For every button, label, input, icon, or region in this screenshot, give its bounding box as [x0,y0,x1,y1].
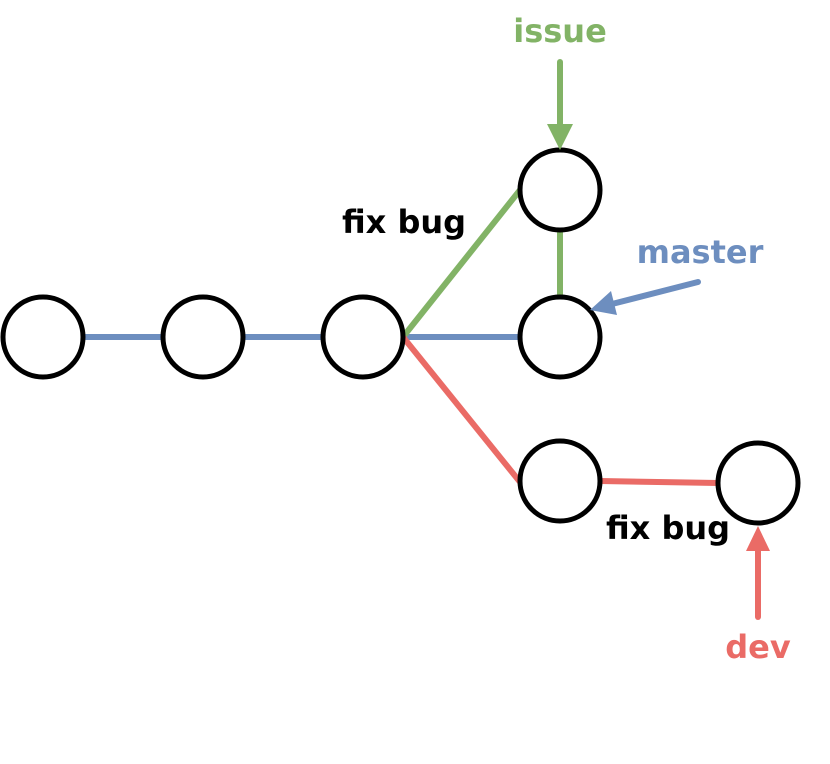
edge-dev-commit1-dev-commit2 [599,478,719,486]
commit-node-2 [160,294,246,380]
dev-pointer-arrow [746,526,770,620]
branch-label-dev: dev [725,628,791,666]
commit-message-dev: fix bug [606,509,730,547]
commit-node-master [517,294,603,380]
commit-node-1 [0,294,86,380]
edge-c3-issue-commit [400,188,523,339]
commit-node-dev-2 [715,440,801,526]
master-pointer-arrow [590,279,701,315]
branch-label-master: master [637,233,764,271]
branch-label-issue: issue [513,12,607,50]
edge-c3-dev-commit1 [400,335,523,484]
commit-node-3 [320,294,406,380]
commit-message-issue: fix bug [342,203,466,241]
issue-pointer-arrow [547,59,573,150]
commit-node-dev-1 [517,438,603,524]
commit-node-issue [517,147,603,233]
